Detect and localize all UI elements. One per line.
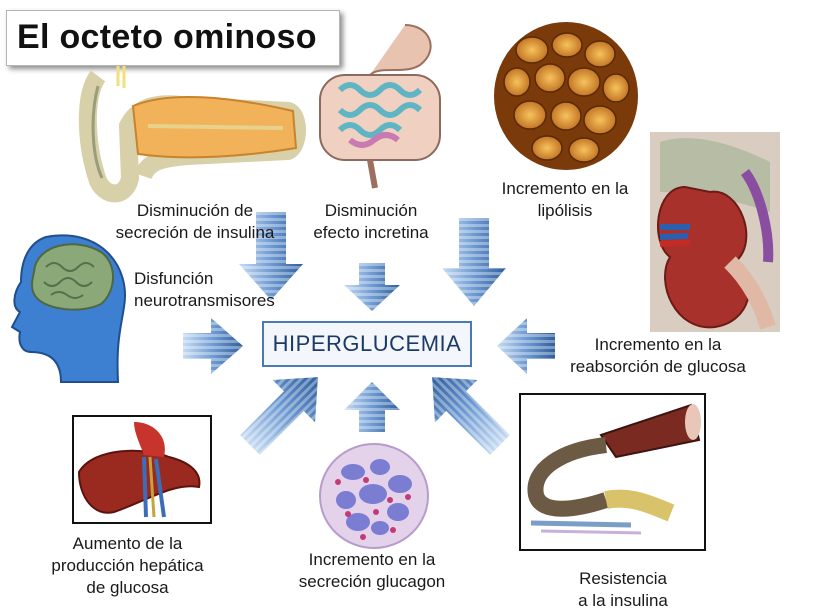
lipolysis-label-line2: lipólisis <box>480 200 650 222</box>
pancreas-label: Disminución de secreción de insulina <box>100 200 290 244</box>
muscle-label-line2: a la insulina <box>553 590 693 612</box>
lipolysis-label: Incremento en la lipólisis <box>480 178 650 222</box>
incretin-label-line1: Disminución <box>298 200 444 222</box>
liver-label-line1: Aumento de la <box>40 533 215 555</box>
arrow-incretin <box>344 263 400 311</box>
pancreas-label-line1: Disminución de <box>100 200 290 222</box>
kidney-label: Incremento en la reabsorción de glucosa <box>558 334 758 378</box>
arrow-glucagon <box>344 382 400 432</box>
arrow-liver <box>229 356 339 466</box>
incretin-label: Disminución efecto incretina <box>298 200 444 244</box>
liver-label-line3: de glucosa <box>40 577 215 599</box>
arrow-muscle <box>411 356 521 466</box>
muscle-label-line1: Resistencia <box>553 568 693 590</box>
pancreas-label-line2: secreción de insulina <box>100 222 290 244</box>
arrow-lipolysis <box>442 218 506 306</box>
glucagon-label: Incremento en la secreción glucagon <box>282 549 462 593</box>
kidney-label-line2: reabsorción de glucosa <box>558 356 758 378</box>
liver-label-line2: producción hepática <box>40 555 215 577</box>
hyperglycemia-label: HIPERGLUCEMIA <box>273 331 462 357</box>
hyperglycemia-box: HIPERGLUCEMIA <box>262 321 472 367</box>
lipolysis-label-line1: Incremento en la <box>480 178 650 200</box>
kidney-label-line1: Incremento en la <box>558 334 758 356</box>
arrow-kidney <box>497 318 555 374</box>
muscle-label: Resistencia a la insulina <box>553 568 693 612</box>
glucagon-label-line2: secreción glucagon <box>282 571 462 593</box>
brain-label-line2: neurotransmisores <box>134 290 294 312</box>
incretin-label-line2: efecto incretina <box>298 222 444 244</box>
glucagon-label-line1: Incremento en la <box>282 549 462 571</box>
arrow-brain <box>183 318 243 374</box>
brain-label: Disfunción neurotransmisores <box>134 268 294 312</box>
liver-label: Aumento de la producción hepática de glu… <box>40 533 215 599</box>
brain-label-line1: Disfunción <box>134 268 294 290</box>
